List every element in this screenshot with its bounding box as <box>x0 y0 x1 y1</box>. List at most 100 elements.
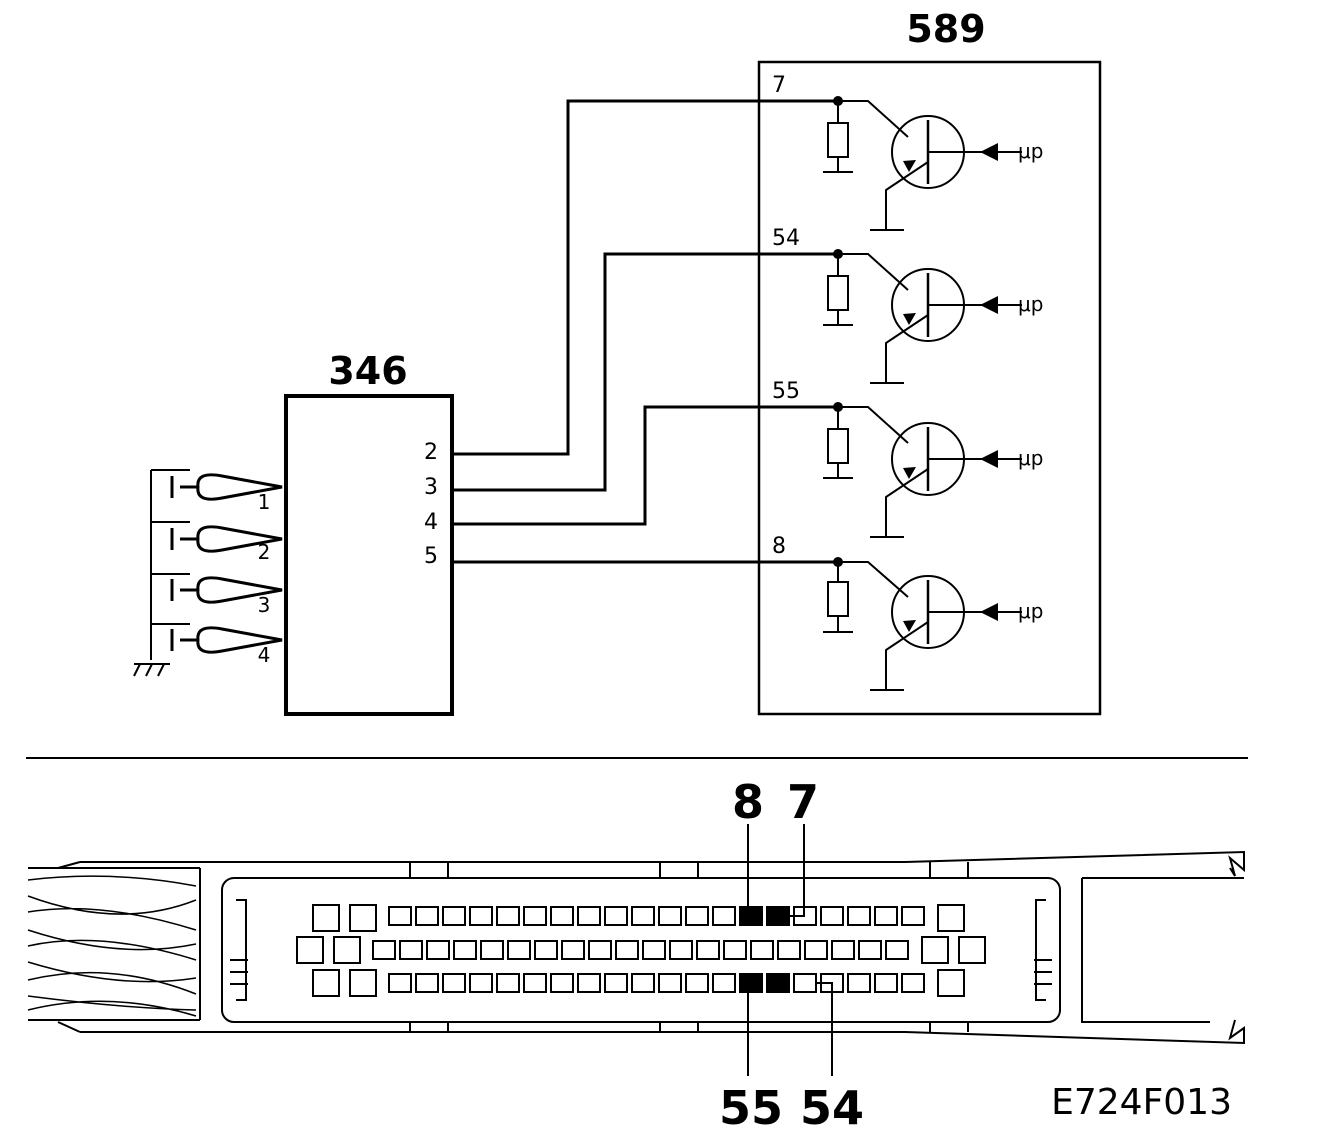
ground-symbol <box>133 663 170 677</box>
pin-cavity <box>296 936 324 964</box>
pin-cavity <box>847 906 871 926</box>
pin-cavity <box>766 973 790 993</box>
sensor-4-number: 4 <box>258 643 271 667</box>
pin-leader-lines <box>747 824 833 1076</box>
pin-cavity <box>723 940 747 960</box>
pin-cavity <box>874 906 898 926</box>
pin-cavity <box>777 940 801 960</box>
pin-cavity <box>820 906 844 926</box>
pin-cavity <box>658 973 682 993</box>
callout-pin-54: 54 <box>800 1081 864 1135</box>
pin-55-label: 55 <box>772 379 800 404</box>
pin-cavity <box>631 973 655 993</box>
pin-cavity <box>399 940 423 960</box>
pin-cavity <box>631 906 655 926</box>
pin-8-cavity <box>739 906 763 926</box>
module-346-box <box>284 394 454 716</box>
pin-cavity <box>550 906 574 926</box>
pin-cavity <box>604 973 628 993</box>
pin-cavity <box>658 906 682 926</box>
pin-cavity <box>415 973 439 993</box>
pin-cavity <box>577 906 601 926</box>
connector-shell-detail <box>57 861 1244 1033</box>
pin-cavity <box>669 940 693 960</box>
pin-cavity <box>388 973 412 993</box>
control-unit-589-label: 589 <box>906 7 985 51</box>
pin-7-cavity <box>766 906 790 926</box>
pin-cavity <box>312 969 340 997</box>
pin-cavity <box>937 969 965 997</box>
pin-cavity <box>712 973 736 993</box>
pin-cavity <box>496 973 520 993</box>
pin-54-signal-label: μp <box>1018 292 1043 316</box>
sensor-1-number: 1 <box>258 490 271 514</box>
pin-cavity <box>921 936 949 964</box>
pin-row-bottom <box>312 969 965 997</box>
pin-cavity <box>480 940 504 960</box>
pin-cavity <box>469 973 493 993</box>
output-stage-pin-55: 55 μp <box>772 379 1043 538</box>
sensor-3: 3 <box>170 576 283 617</box>
pin-7-signal-label: μp <box>1018 139 1043 163</box>
callout-pin-7: 7 <box>787 775 819 829</box>
pin-cavity <box>415 906 439 926</box>
output-stage-pin-54: 54 μp <box>772 226 1043 384</box>
wire-harness-cable <box>27 867 201 1021</box>
sensor-1: 1 <box>170 473 283 514</box>
callout-pin-55: 55 <box>719 1081 783 1135</box>
pin-cavity <box>469 906 493 926</box>
pin-cavity <box>874 973 898 993</box>
sensor-ground-bus <box>150 469 190 660</box>
pin-cavity <box>958 936 986 964</box>
sensor-module-346: 346 2 3 4 5 <box>284 349 454 716</box>
module-346-output-3: 3 <box>424 475 438 500</box>
pin-cavity <box>696 940 720 960</box>
pin-cavity <box>442 973 466 993</box>
pin-cavity <box>604 906 628 926</box>
pin-cavity <box>901 906 925 926</box>
pin-54-label: 54 <box>772 226 800 251</box>
pin-cavity <box>642 940 666 960</box>
sensor-3-number: 3 <box>258 593 271 617</box>
pin-cavity <box>534 940 558 960</box>
pin-cavity <box>750 940 774 960</box>
control-unit-589: 589 7 μp 54 <box>757 7 1102 716</box>
pin-cavity <box>847 973 871 993</box>
wire-4-to-55 <box>452 405 838 526</box>
pin-cavity <box>453 940 477 960</box>
pin-cavity <box>858 940 882 960</box>
control-unit-589-box <box>757 60 1102 716</box>
harness-wires <box>452 99 838 564</box>
pin-cavity <box>523 973 547 993</box>
pin-cavity <box>426 940 450 960</box>
pin-cavity <box>561 940 585 960</box>
pin-55-signal-label: μp <box>1018 446 1043 470</box>
pin-cavity <box>615 940 639 960</box>
pin-55-cavity <box>739 973 763 993</box>
connector-shell-outline <box>80 850 1245 1045</box>
module-346-label: 346 <box>328 349 407 393</box>
pin-7-label: 7 <box>772 73 786 98</box>
wire-3-to-54 <box>452 252 838 492</box>
module-346-output-4: 4 <box>424 510 438 535</box>
pin-row-top <box>312 904 965 932</box>
pin-cavity <box>885 940 909 960</box>
output-stage-pin-8: 8 μp <box>772 534 1043 691</box>
connector-housing <box>221 877 1061 1023</box>
pin-cavity <box>937 904 965 932</box>
pin-cavity <box>523 906 547 926</box>
callout-pin-8: 8 <box>732 775 764 829</box>
pin-row-middle <box>296 936 986 964</box>
pin-8-signal-label: μp <box>1018 599 1043 623</box>
ecu-connector: 8 7 55 54 <box>27 775 1245 1135</box>
pin-cavity <box>685 973 709 993</box>
pin-cavity-grid <box>296 904 986 997</box>
module-346-output-2: 2 <box>424 440 438 465</box>
pin-cavity <box>712 906 736 926</box>
pin-cavity <box>793 973 817 993</box>
pin-cavity <box>388 906 412 926</box>
pin-cavity <box>831 940 855 960</box>
pin-cavity <box>496 906 520 926</box>
pin-cavity <box>588 940 612 960</box>
